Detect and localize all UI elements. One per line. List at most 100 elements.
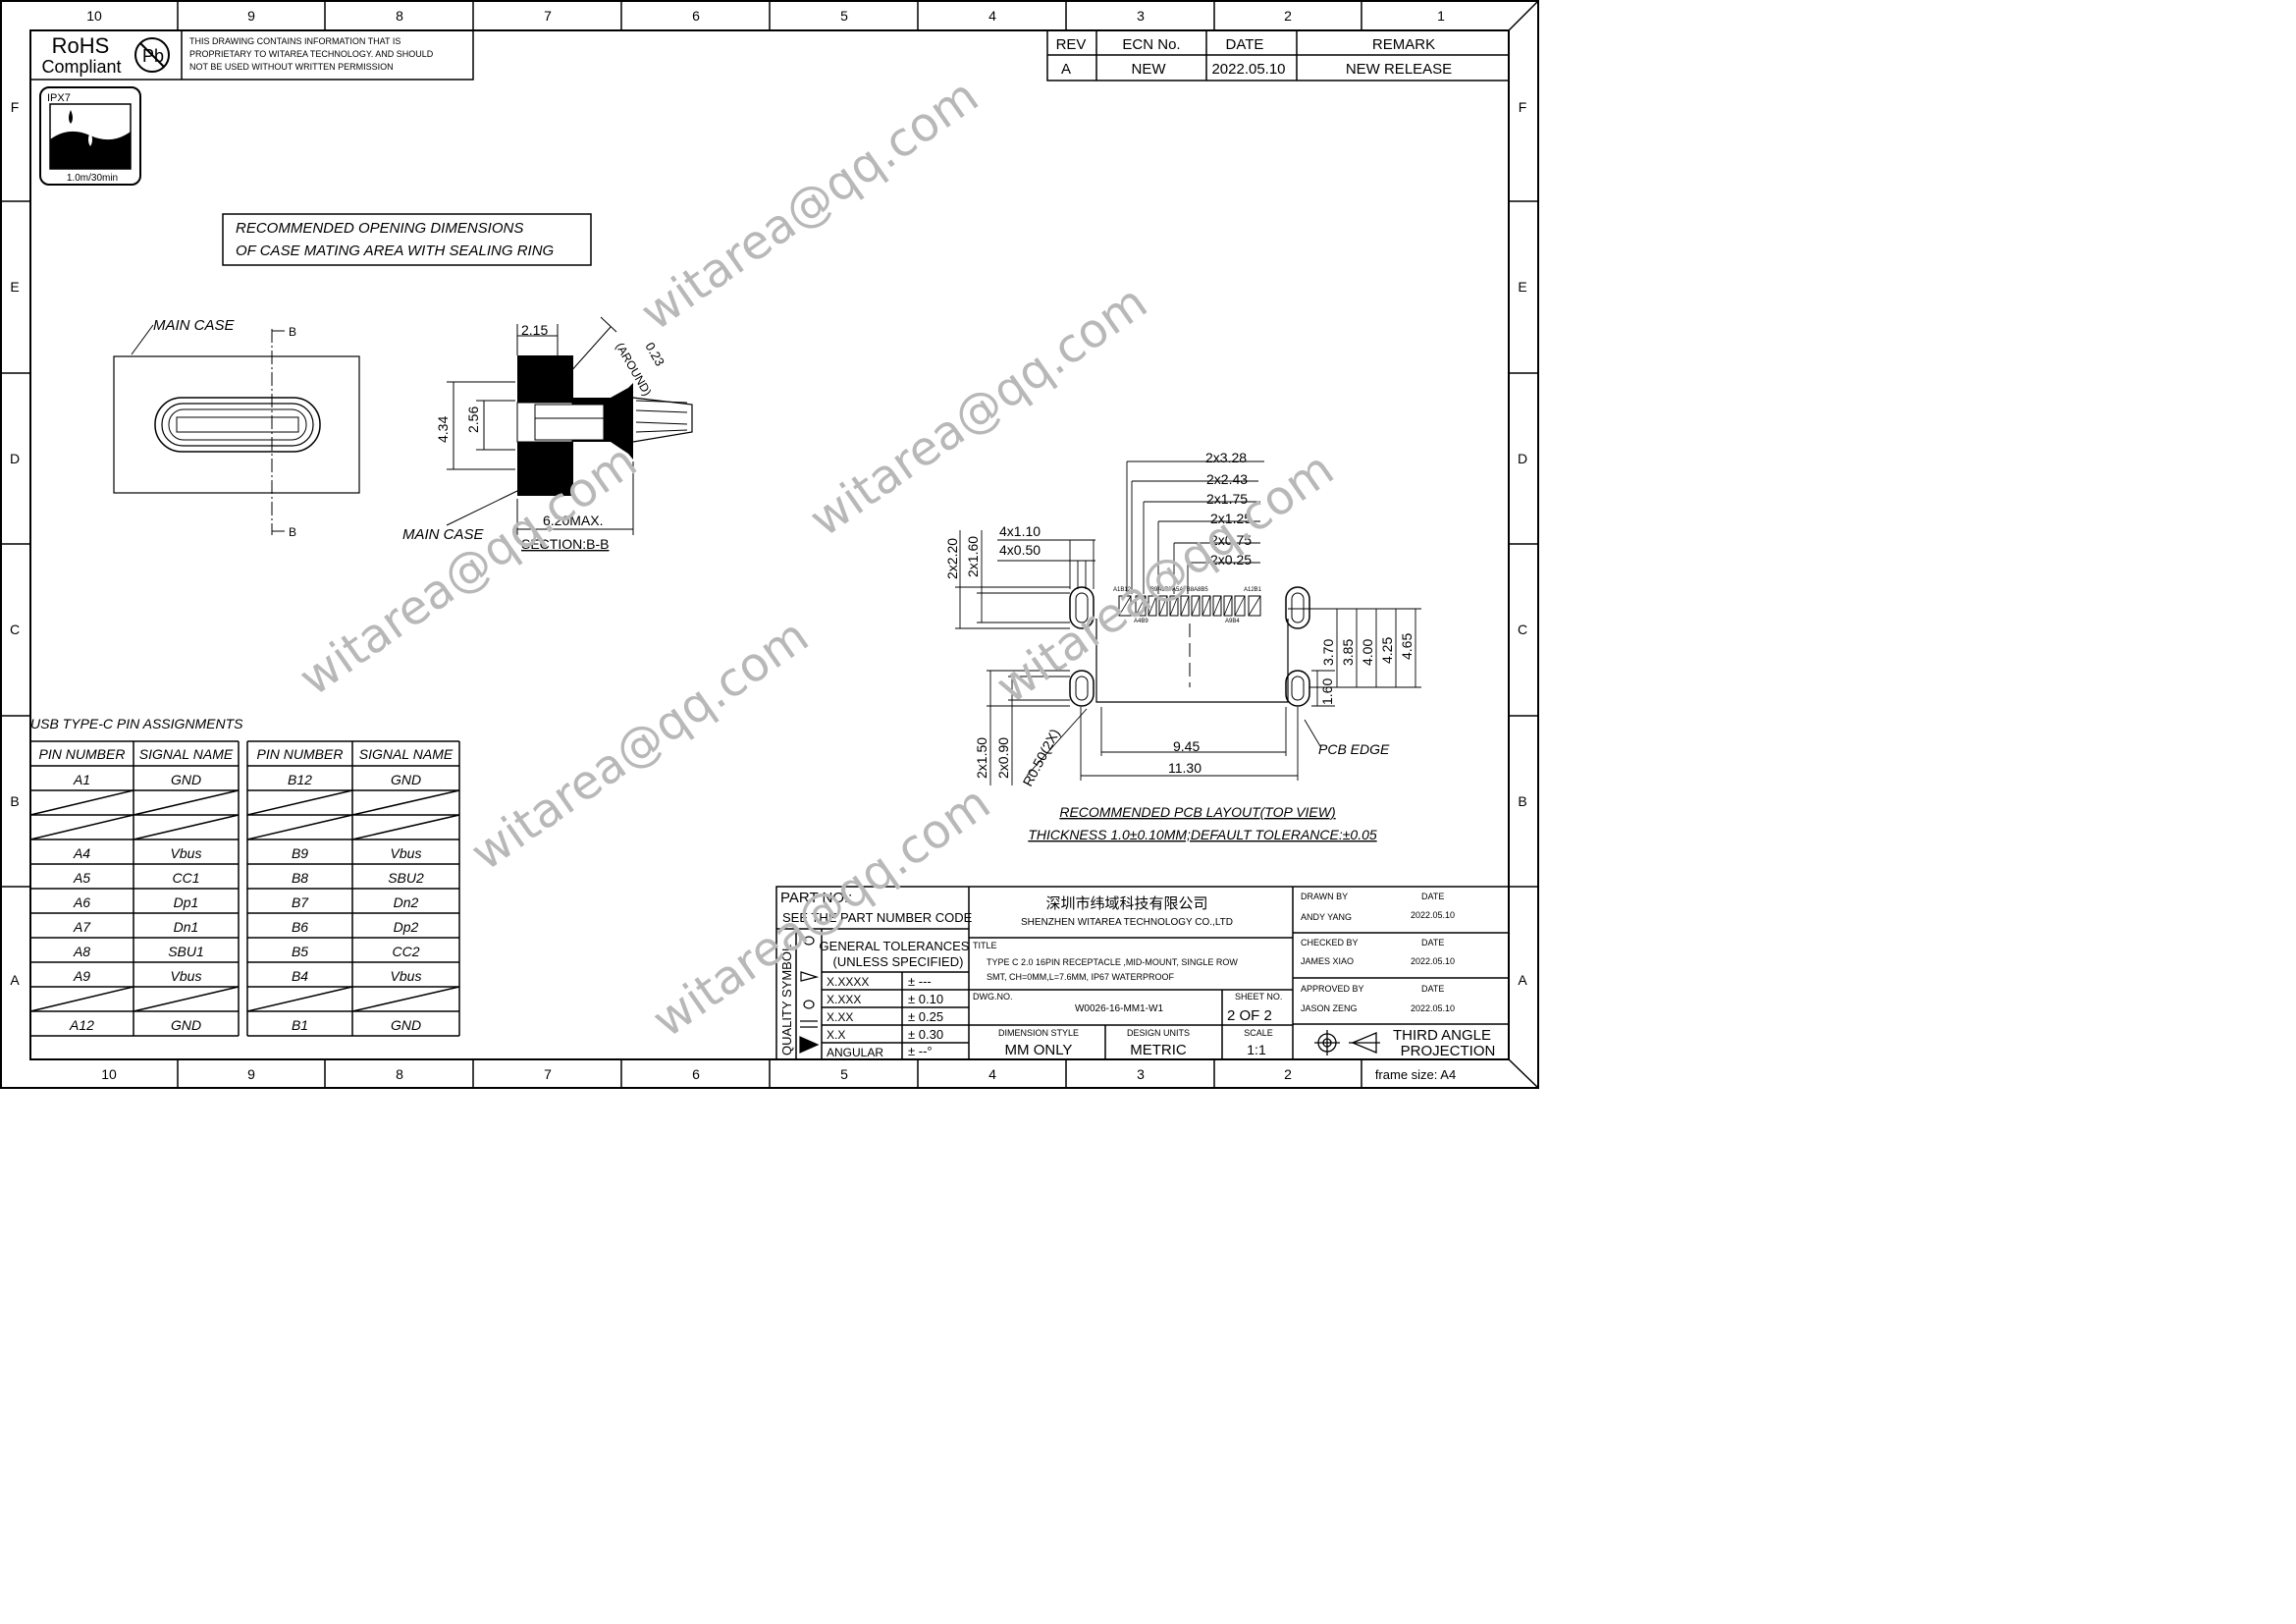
pcb-layout bbox=[955, 460, 1421, 785]
empty-row-slash bbox=[29, 814, 134, 840]
pin-number: B8 bbox=[292, 870, 308, 886]
approved-by: JASON ZENG bbox=[1301, 1003, 1358, 1013]
dwg-no: W0026-16-MM1-W1 bbox=[1075, 1003, 1163, 1014]
signal-name: GND bbox=[171, 772, 201, 787]
dim-2x2-43: 2x2.43 bbox=[1206, 471, 1248, 487]
title-block: PART NO.: SEE THE PART NUMBER CODE 深圳市纬域… bbox=[775, 886, 1510, 1060]
watermark-text: witarea@qq.com bbox=[461, 609, 819, 882]
scale-label: SCALE bbox=[1244, 1028, 1273, 1038]
pin-number: A4 bbox=[73, 845, 90, 861]
company-name-en: SHENZHEN WITAREA TECHNOLOGY CO.,LTD bbox=[1021, 917, 1233, 928]
tol-value: ± --- bbox=[908, 974, 932, 989]
row-label: B bbox=[10, 793, 19, 809]
dim-4-25: 4.25 bbox=[1379, 637, 1395, 664]
opening-dimensions-note: RECOMMENDED OPENING DIMENSIONS OF CASE M… bbox=[222, 213, 592, 266]
dim-9-45: 9.45 bbox=[1173, 738, 1200, 754]
checked-by: JAMES XIAO bbox=[1301, 956, 1354, 966]
rohs-block: RoHS Compliant Pb THIS DRAWING CONTAINS … bbox=[29, 29, 474, 81]
rev-header: REMARK bbox=[1372, 36, 1435, 53]
sheet-value: 2 OF 2 bbox=[1227, 1007, 1272, 1024]
empty-row-slash bbox=[246, 814, 353, 840]
pin-table-header: PIN NUMBER bbox=[39, 746, 126, 762]
pin-label: A9B4 bbox=[1225, 619, 1240, 624]
col-label: 4 bbox=[988, 1066, 996, 1082]
empty-row-slash bbox=[351, 814, 460, 840]
signal-name: Vbus bbox=[391, 968, 422, 984]
tol-format: X.XXX bbox=[827, 993, 861, 1006]
row-label: B bbox=[1518, 793, 1526, 809]
proprietary-notice: NOT BE USED WITHOUT WRITTEN PERMISSION bbox=[189, 62, 394, 72]
row-label: A bbox=[10, 972, 20, 988]
ipx7-badge: IPX7 1.0m/30min bbox=[39, 86, 141, 186]
ipx7-caption: 1.0m/30min bbox=[67, 173, 118, 184]
dim-style-value: MM ONLY bbox=[1005, 1042, 1073, 1058]
rev-header: REV bbox=[1056, 36, 1087, 53]
date-label: DATE bbox=[1421, 938, 1444, 947]
date-value: 2022.05.10 bbox=[1411, 956, 1455, 966]
pin-table-header: SIGNAL NAME bbox=[139, 746, 234, 762]
col-label: 1 bbox=[1437, 8, 1445, 24]
col-label: 7 bbox=[544, 8, 552, 24]
date-value: 2022.05.10 bbox=[1411, 1003, 1455, 1013]
pin-number: B7 bbox=[292, 894, 309, 910]
empty-row-slash bbox=[133, 814, 240, 840]
pin-number: A9 bbox=[73, 968, 90, 984]
drawn-by-label: DRAWN BY bbox=[1301, 892, 1348, 901]
date-label: DATE bbox=[1421, 892, 1444, 901]
dim-11-30: 11.30 bbox=[1168, 760, 1201, 776]
rohs-title: RoHS bbox=[52, 33, 110, 58]
rev-value: A bbox=[1061, 61, 1071, 78]
drawing-title: TYPE C 2.0 16PIN RECEPTACLE ,MID-MOUNT, … bbox=[987, 957, 1238, 967]
row-label: E bbox=[1518, 279, 1526, 295]
col-label: 8 bbox=[396, 1066, 403, 1082]
signal-name: CC1 bbox=[172, 870, 199, 886]
empty-row-slash bbox=[29, 789, 134, 816]
dim-1-60: 1.60 bbox=[1319, 678, 1335, 705]
main-case-label: MAIN CASE bbox=[402, 526, 485, 543]
part-no-label: PART NO.: bbox=[780, 890, 852, 906]
proprietary-notice: THIS DRAWING CONTAINS INFORMATION THAT I… bbox=[189, 36, 400, 46]
tolerances-title: GENERAL TOLERANCES bbox=[820, 939, 970, 953]
pin-number: A1 bbox=[73, 772, 90, 787]
signal-name: GND bbox=[391, 1017, 421, 1033]
pin-label: A4B9 bbox=[1134, 619, 1148, 624]
date-value: 2022.05.10 bbox=[1411, 910, 1455, 920]
rev-value: 2022.05.10 bbox=[1211, 61, 1285, 78]
pin-number: B9 bbox=[292, 845, 308, 861]
tolerances-title: (UNLESS SPECIFIED) bbox=[833, 954, 964, 969]
pin-assignment-table: USB TYPE-C PIN ASSIGNMENTS PIN NUMBER SIG… bbox=[29, 716, 460, 1037]
pcb-edge-label: PCB EDGE bbox=[1318, 741, 1390, 757]
row-label: E bbox=[10, 279, 19, 295]
signal-name: CC2 bbox=[392, 944, 419, 959]
dim-4x0-50: 4x0.50 bbox=[999, 542, 1041, 558]
company-name-cn: 深圳市纬域科技有限公司 bbox=[1045, 895, 1207, 912]
dim-6-20-max: 6.20MAX. bbox=[543, 513, 603, 528]
section-b-b-view bbox=[446, 316, 693, 535]
part-no-note: SEE THE PART NUMBER CODE bbox=[782, 910, 973, 925]
watermark-text: witarea@qq.com bbox=[290, 434, 647, 707]
tol-format: X.X bbox=[827, 1028, 845, 1042]
pin-table-title: USB TYPE-C PIN ASSIGNMENTS bbox=[30, 716, 243, 731]
section-marker: B bbox=[289, 525, 296, 539]
dim-2-56: 2.56 bbox=[465, 406, 481, 433]
pin-number: A6 bbox=[73, 894, 90, 910]
row-label: D bbox=[10, 451, 20, 466]
row-label: D bbox=[1518, 451, 1527, 466]
sheet-label: SHEET NO. bbox=[1235, 992, 1282, 1001]
dim-style-label: DIMENSION STYLE bbox=[998, 1028, 1079, 1038]
drop-icon bbox=[69, 110, 73, 124]
pin-number: B1 bbox=[292, 1017, 308, 1033]
col-label: 5 bbox=[840, 8, 848, 24]
zone-ticks bbox=[1, 0, 1539, 1089]
col-label: 2 bbox=[1284, 1066, 1292, 1082]
col-label: 4 bbox=[988, 8, 996, 24]
watermark-text: witarea@qq.com bbox=[631, 69, 988, 342]
dim-4x1-10: 4x1.10 bbox=[999, 523, 1041, 539]
pin-label: A1B12 bbox=[1113, 587, 1132, 593]
row-label: C bbox=[10, 622, 20, 637]
signal-name: GND bbox=[391, 772, 421, 787]
pin-number: A5 bbox=[73, 870, 90, 886]
dim-2x1-75: 2x1.75 bbox=[1206, 491, 1248, 507]
tol-value: ± 0.10 bbox=[908, 992, 943, 1006]
pcb-thickness-note: THICKNESS 1.0±0.10MM;DEFAULT TOLERANCE:±… bbox=[1028, 827, 1377, 842]
